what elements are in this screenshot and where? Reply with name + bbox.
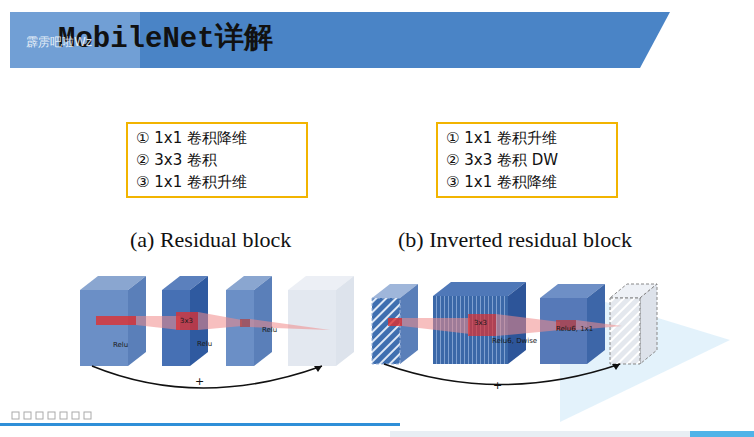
block-caption: (a) Residual block: [130, 227, 291, 253]
add-symbol: +: [493, 379, 502, 392]
summary-box: ① 1x1 卷积升维② 3x3 卷积 DW③ 1x1 卷积降维: [436, 122, 618, 198]
layer-label: 3x3: [474, 319, 487, 327]
step-text: ③ 1x1 卷积降维: [446, 171, 608, 193]
layer-label: 3x3: [180, 317, 193, 325]
summary-box: ① 1x1 卷积降维② 3x3 卷积③ 1x1 卷积升维: [126, 122, 308, 198]
step-text: ② 3x3 卷积 DW: [446, 149, 608, 171]
layer-label: Relu: [262, 326, 277, 334]
layer-label: Relu6, Dwise: [492, 337, 537, 345]
step-text: ② 3x3 卷积: [136, 149, 298, 171]
step-text: ① 1x1 卷积降维: [136, 127, 298, 149]
layer-label: Relu: [197, 340, 212, 348]
block-caption: (b) Inverted residual block: [398, 227, 632, 253]
step-text: ③ 1x1 卷积升维: [136, 171, 298, 193]
watermark: 霹雳吧啦Wz: [26, 34, 92, 51]
add-symbol: +: [195, 375, 204, 388]
step-text: ① 1x1 卷积升维: [446, 127, 608, 149]
layer-label: Relu: [113, 341, 128, 349]
layer-label: Relu6, 1x1: [556, 325, 593, 333]
